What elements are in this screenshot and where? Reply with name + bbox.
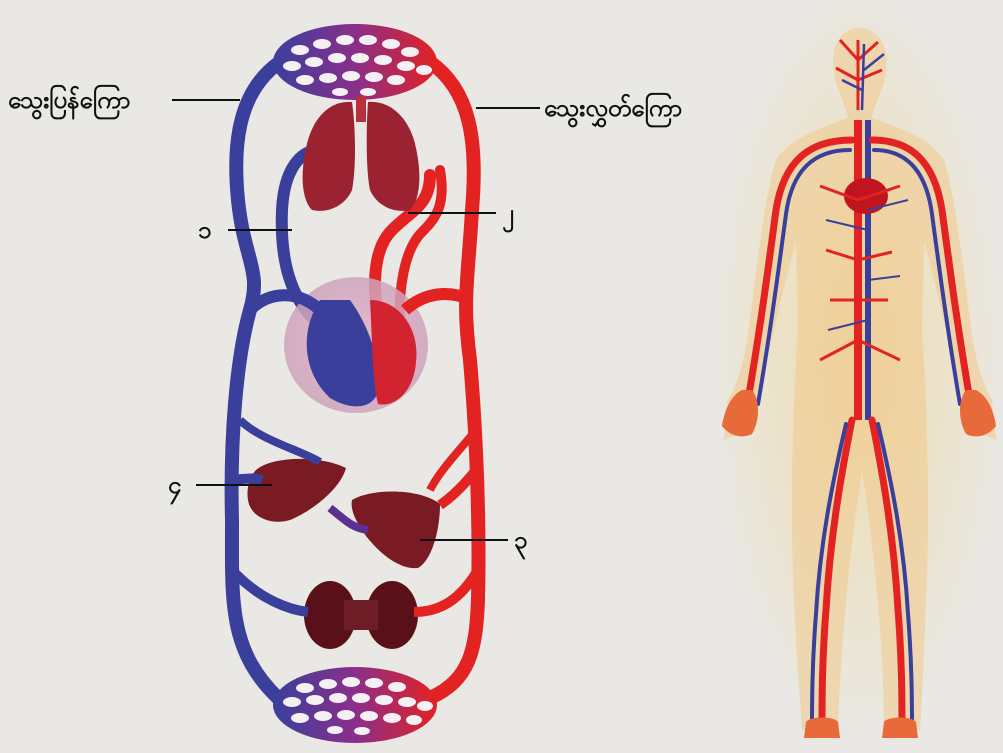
- right-foot: [882, 718, 918, 739]
- label-2: ၂: [502, 197, 514, 233]
- lungs: [303, 96, 420, 211]
- left-foot: [804, 718, 840, 739]
- vein-label: သွေးပြန်ကြော: [8, 84, 130, 120]
- label-4: ၄: [168, 469, 182, 505]
- human-body-figure: [708, 0, 1003, 740]
- artery-label: သွေးလွှတ်ကြော: [544, 92, 682, 128]
- organ-kidneys: [304, 581, 418, 649]
- label-1: ၁: [198, 214, 212, 250]
- label-3: ၃: [514, 524, 528, 560]
